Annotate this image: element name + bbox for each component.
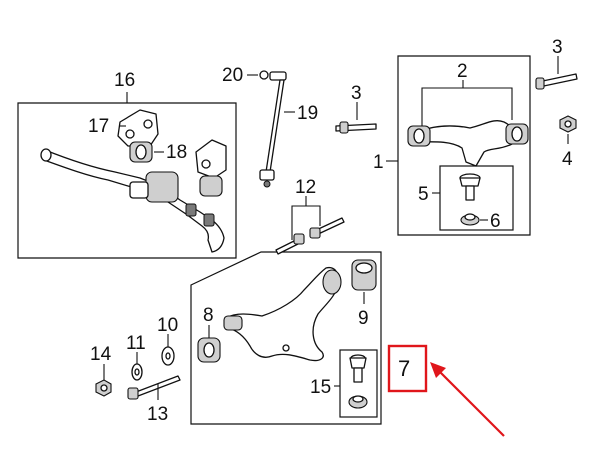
callout-13: 13: [147, 404, 168, 425]
callout-15: 15: [310, 377, 331, 398]
lower-bushing-8: [197, 337, 221, 363]
callout-5: 5: [418, 184, 429, 205]
callout-6: 6: [490, 211, 501, 232]
lower-control-arm-group-box: [190, 251, 382, 425]
red-pointer-arrow: [430, 362, 505, 437]
lower-ball-joint-sub-box: [339, 349, 378, 418]
callout-2: 2: [457, 61, 468, 82]
callout-16: 16: [114, 70, 135, 91]
callout-10: 10: [157, 315, 178, 336]
callout-3-center: 3: [351, 83, 362, 104]
upper-ball-joint: [459, 173, 481, 226]
callout-1: 1: [373, 152, 384, 173]
lower-bushing-9: [351, 259, 377, 291]
callout-9: 9: [358, 308, 369, 329]
callout-7-highlight-box: [387, 344, 428, 393]
callout-14: 14: [90, 344, 112, 365]
upper-control-arm: [407, 120, 529, 167]
nut-14: [95, 379, 112, 397]
callout-19: 19: [297, 103, 318, 124]
stabilizer-bracket-17: [117, 109, 159, 147]
callout-20: 20: [222, 65, 243, 86]
stabilizer-bar-group-box: [17, 102, 237, 259]
bolts-12: [275, 217, 345, 255]
lower-ball-joint: [348, 354, 368, 409]
stabilizer-bracket-right: [195, 139, 227, 197]
callout-8: 8: [203, 305, 214, 326]
washer-10: [161, 346, 175, 366]
bolt-3-top-right: [535, 73, 578, 90]
callout-18: 18: [166, 142, 187, 163]
stabilizer-bushing-18: [129, 141, 153, 163]
upper-control-arm-group-box: [397, 55, 531, 236]
stabilizer-bar-illustration: [40, 148, 225, 253]
callout-7: 7: [398, 356, 410, 381]
callout-12: 12: [295, 177, 316, 198]
callout-4: 4: [562, 149, 573, 170]
stabilizer-link-19: [259, 70, 287, 188]
bolt-3-center: [335, 121, 377, 134]
lower-control-arm: [223, 266, 342, 362]
washer-11: [131, 363, 143, 381]
callout-3-right: 3: [552, 37, 563, 58]
nut-4: [559, 115, 577, 133]
callout-11: 11: [126, 333, 146, 354]
callout-17: 17: [88, 116, 109, 137]
leader-lines: [103, 56, 569, 400]
